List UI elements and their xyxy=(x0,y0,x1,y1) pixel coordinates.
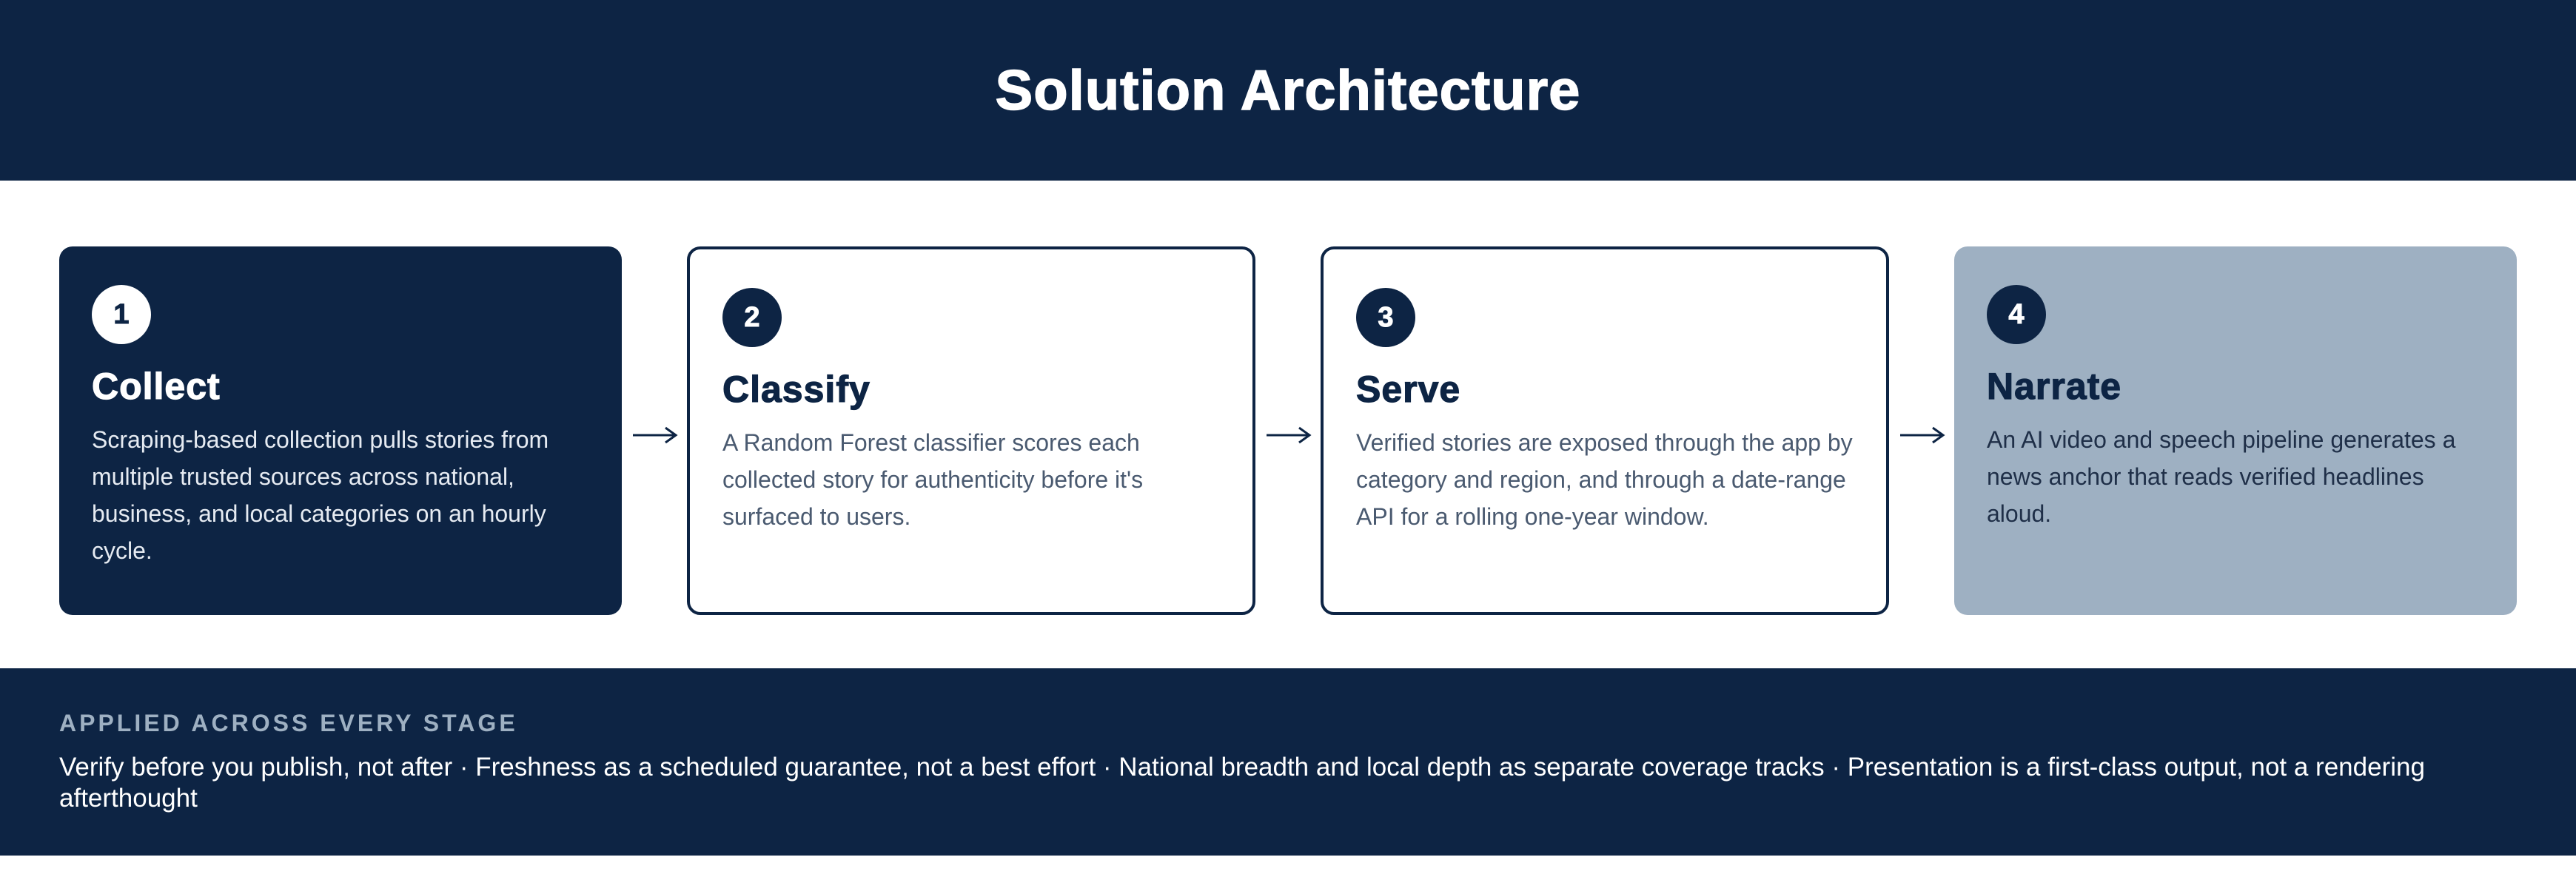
stage-number-badge: 4 xyxy=(1987,285,2046,344)
principles-banner: APPLIED ACROSS EVERY STAGE Verify before… xyxy=(0,668,2576,856)
stage-title: Classify xyxy=(722,368,871,410)
stage-description: A Random Forest classifier scores each c… xyxy=(722,429,1144,530)
stage-description: Verified stories are exposed through the… xyxy=(1356,429,1853,530)
stage-number-badge: 2 xyxy=(722,288,782,347)
right-arrow-icon xyxy=(1255,406,1322,465)
right-arrow-icon xyxy=(1889,406,1956,465)
stage-card-collect: 1 Collect Scraping-based collection pull… xyxy=(59,246,622,615)
stage-description: Scraping-based collection pulls stories … xyxy=(92,426,549,564)
right-arrow-icon xyxy=(622,406,688,465)
stage-description: An AI video and speech pipeline generate… xyxy=(1987,426,2456,527)
stage-title: Collect xyxy=(91,365,221,407)
principles-text: Verify before you publish, not after · F… xyxy=(59,753,2425,813)
stage-card-serve: 3 Serve Verified stories are exposed thr… xyxy=(1321,246,1889,615)
stage-number-badge: 1 xyxy=(92,285,151,344)
stage-title: Serve xyxy=(1355,368,1461,410)
principles-label: APPLIED ACROSS EVERY STAGE xyxy=(59,710,518,736)
stage-card-classify: 2 Classify A Random Forest classifier sc… xyxy=(687,246,1255,615)
stage-title: Narrate xyxy=(1986,365,2122,407)
stage-card-narrate: 4 Narrate An AI video and speech pipelin… xyxy=(1954,246,2517,615)
stage-number-badge: 3 xyxy=(1356,288,1415,347)
header-banner: Solution Architecture xyxy=(0,0,2576,181)
page-title: Solution Architecture xyxy=(995,58,1581,123)
